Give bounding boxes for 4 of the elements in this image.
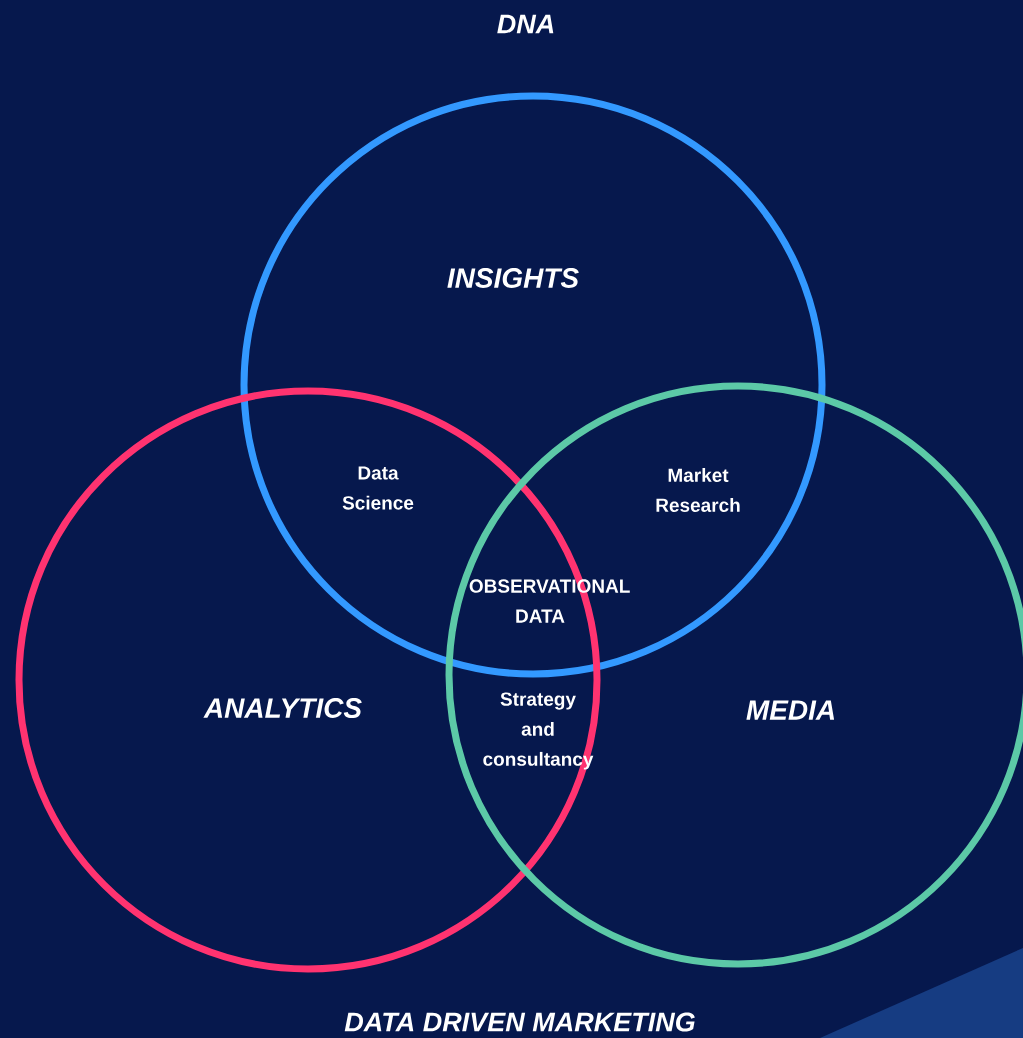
region-label: Data Science [342, 466, 414, 510]
region-label: Market Research [656, 468, 740, 512]
caption: DATA DRIVEN MARKETING [344, 1012, 695, 1032]
title: DNA [497, 14, 554, 34]
